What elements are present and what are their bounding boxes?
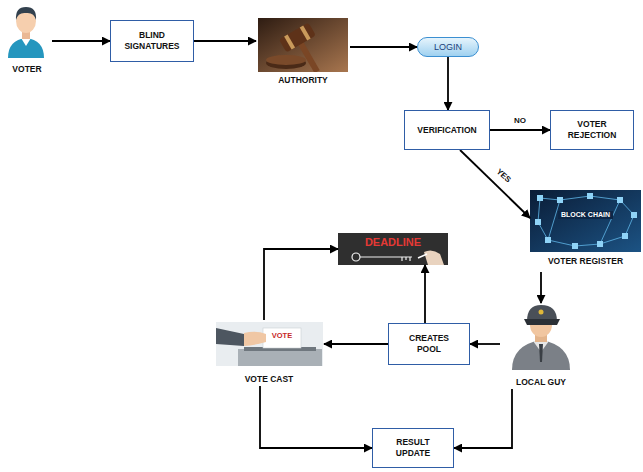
picture-text: DEADLINE [338,236,448,249]
blockchain-figure: BLOCK CHAIN VOTER REGISTER [530,190,641,272]
deadline-picture [338,233,448,265]
arrow-connector [490,129,550,131]
authority-figure: AUTHORITY [256,18,350,88]
arrow-connector [324,343,388,345]
process-box: RESULT UPDATE [372,428,454,468]
process-box: CREATES POOL [388,323,470,365]
arrow-connector [454,389,512,448]
vote-cast-figure: VOTE VOTE CAST [214,320,324,386]
box-label: VOTER REJECTION [563,119,621,140]
arrow-connector [447,57,449,110]
arrow-connector [52,40,110,42]
blockchain-picture [530,190,641,252]
local-guy-icon [512,305,570,370]
arrow-connector [424,265,426,323]
arrow-connector [470,343,500,345]
picture-text: BLOCK CHAIN [558,211,613,219]
box-label: RESULT UPDATE [385,437,441,458]
gavel-picture [258,18,348,72]
edge-label: NO [512,117,528,126]
node-caption: VOTER REGISTER [530,257,641,267]
arrow-connector [260,386,372,448]
node-caption: VOTER [2,65,52,75]
node-caption: VOTE CAST [214,375,324,385]
button-label: LOGIN [434,42,462,52]
deadline-figure: DEADLINE [338,233,448,265]
edge-label: YES [493,166,514,186]
voter-icon [8,7,44,58]
arrow-connector [540,272,542,303]
arrow-connector [194,40,256,42]
login-button: LOGIN [417,37,479,57]
box-label: CREATES POOL [401,333,457,354]
box-label: BLIND SIGNATURES [123,30,181,51]
process-box: BLIND SIGNATURES [110,20,194,62]
node-caption: LOCAL GUY [500,378,582,388]
voter-figure: VOTER [2,2,52,76]
vote-cast-picture [216,322,323,366]
decision-box: VERIFICATION [404,110,490,150]
node-caption: AUTHORITY [256,76,350,86]
process-box: VOTER REJECTION [550,110,634,150]
local-guy-figure: LOCAL GUY [500,303,582,389]
arrow-connector [350,46,417,48]
picture-text: VOTE [264,332,300,341]
box-label: VERIFICATION [417,125,476,136]
arrow-connector [460,150,530,218]
arrow-connector [264,249,338,320]
